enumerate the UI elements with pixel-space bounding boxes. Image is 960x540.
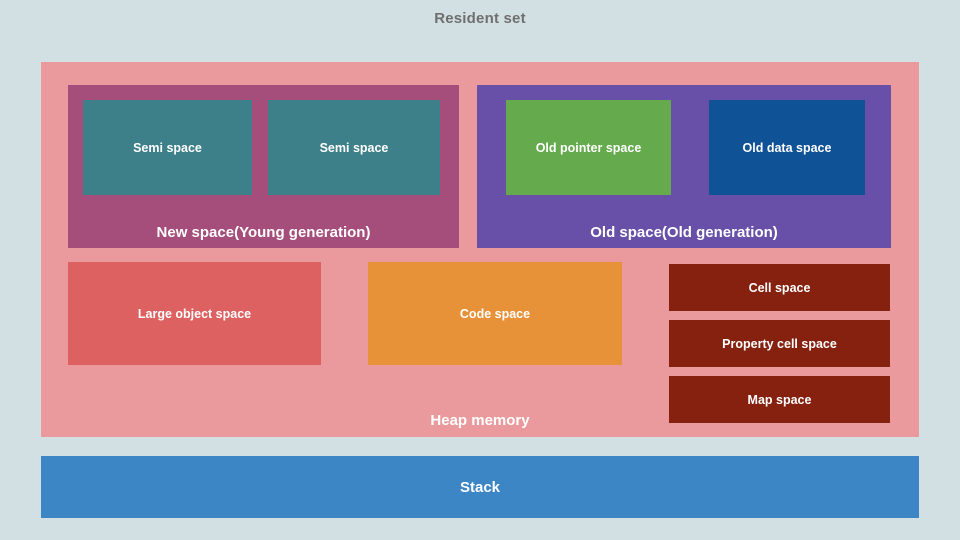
block-cell-space: Cell space [669,264,890,311]
heap-memory-label: Heap memory [430,412,530,429]
block-large-object-space: Large object space [68,262,321,365]
block-map-space: Map space [669,376,890,423]
block-semi-space-2: Semi space [268,100,440,195]
block-old-pointer-space: Old pointer space [506,100,671,195]
new-space-label: New space(Young generation) [156,224,371,241]
page-title: Resident set [434,10,526,27]
new-space-group: Semi space Semi space New space(Young ge… [68,85,459,248]
block-semi-space-1: Semi space [83,100,252,195]
heap-memory-container: Semi space Semi space New space(Young ge… [41,62,919,437]
old-space-group: Old pointer space Old data space Old spa… [477,85,891,248]
block-old-data-space: Old data space [709,100,865,195]
block-property-cell-space: Property cell space [669,320,890,367]
old-space-label: Old space(Old generation) [590,224,778,241]
stack-block: Stack [41,456,919,518]
block-code-space: Code space [368,262,622,365]
